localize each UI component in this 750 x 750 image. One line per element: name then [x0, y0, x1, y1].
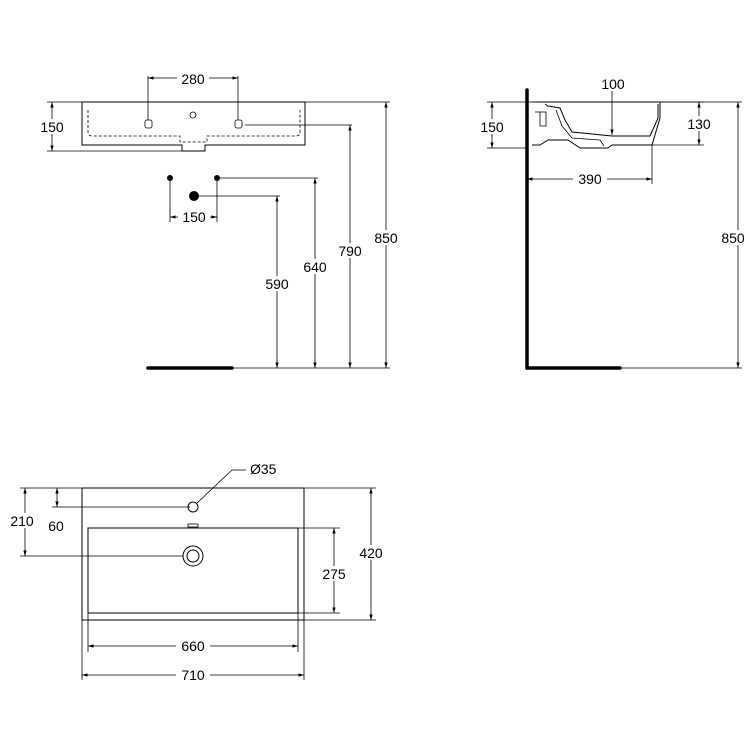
front-bowl-hidden-line [87, 110, 301, 143]
dim-side-basin-height: 150 [480, 119, 504, 135]
dim-inner-width: 660 [181, 638, 205, 654]
front-tap-hole-left [144, 119, 153, 129]
dim-height-790: 790 [338, 243, 362, 259]
dim-height-640: 640 [303, 259, 327, 275]
plan-overflow [187, 523, 199, 528]
plan-view: Ø35 210 60 275 420 660 [8, 461, 387, 683]
dim-side-height-total: 850 [721, 230, 745, 246]
side-basin-outline [532, 101, 661, 149]
dim-depth-total: 420 [359, 545, 383, 561]
dim-height-590: 590 [265, 276, 289, 292]
dim-side-projection: 390 [578, 171, 602, 187]
plan-inner-bowl [87, 527, 299, 614]
front-tap-hole-right [234, 119, 243, 129]
front-basin-outline [81, 101, 306, 152]
dim-inner-depth: 275 [322, 566, 346, 582]
dim-front-basin-height: 150 [40, 119, 64, 135]
front-view: 280 150 150 590 640 [36, 70, 402, 370]
side-view: 100 150 130 390 850 [476, 76, 750, 370]
dim-side-inner-height: 130 [687, 116, 711, 132]
dim-front-height-total: 850 [374, 230, 398, 246]
outlet-dot-left [167, 175, 173, 181]
dim-tap-hole-diameter: Ø35 [250, 461, 277, 477]
plan-waste-inner [186, 549, 200, 563]
dim-depth-to-waste: 210 [10, 513, 34, 529]
dim-depth-to-tap: 60 [48, 518, 64, 534]
dim-tap-hole-spacing: 280 [181, 71, 205, 87]
outlet-dot-right [214, 175, 220, 181]
plan-waste-outer [182, 545, 204, 567]
front-center-mark [189, 111, 197, 119]
dim-side-depth-top: 100 [601, 76, 625, 92]
side-bowl-inner [544, 103, 659, 137]
dim-outlet-spacing: 150 [182, 209, 206, 225]
dim-outer-width: 710 [181, 667, 205, 683]
outlet-dot-center [189, 191, 199, 201]
plan-outer-outline [81, 487, 305, 621]
